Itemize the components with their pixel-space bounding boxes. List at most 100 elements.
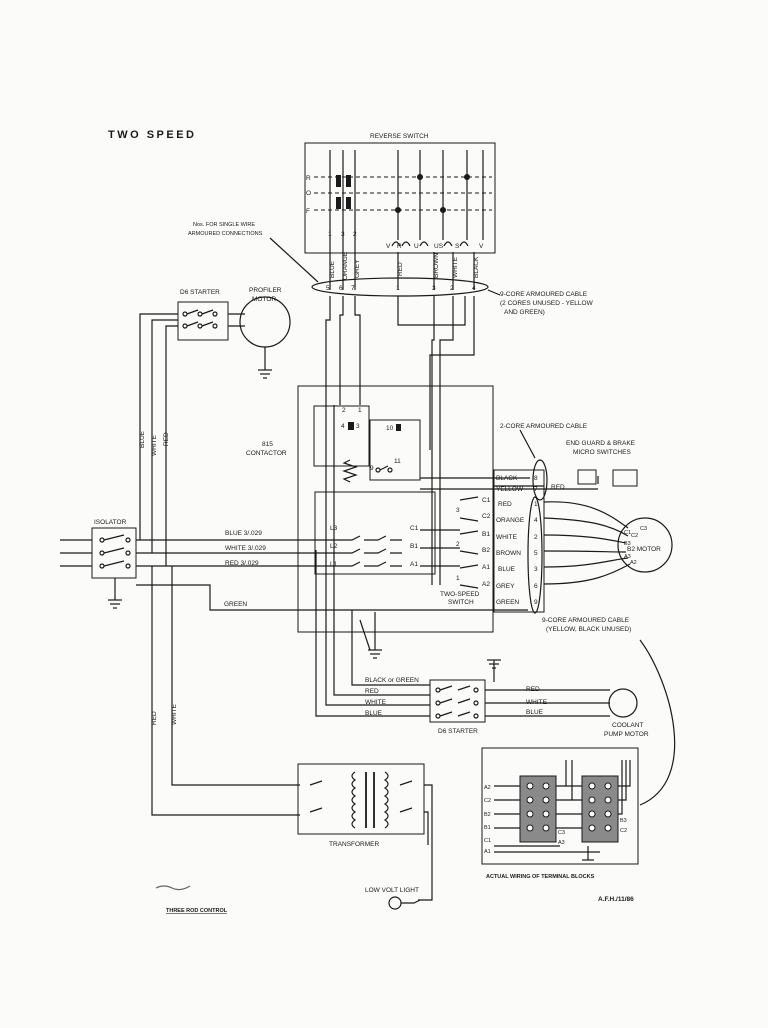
profiler-motor: PROFILER MOTOR [239, 287, 291, 379]
cable9-note-line2: (2 CORES UNUSED - YELLOW [500, 300, 594, 307]
tb-left-c2: C2 [484, 798, 491, 804]
left-wire-red: RED [163, 432, 170, 446]
contactor-label-line2: CONTACTOR [246, 450, 287, 457]
switch-top-term-3: 3 [341, 231, 345, 238]
tss-term-c1: C1 [482, 497, 491, 504]
contactor-term-1: 1 [358, 407, 362, 414]
contactor-815: 815 CONTACTOR 2 1 4 3 10 9 11 L3 L2 L1 C… [246, 385, 494, 659]
low-volt-light: LOW VOLT LIGHT [365, 887, 421, 910]
motor-term-r: R [397, 243, 402, 250]
motor-term-v1: V [386, 243, 391, 250]
transformer: TRANSFORMER [297, 763, 433, 901]
coolant-left-black-green: BLACK or GREEN [365, 677, 419, 684]
strip-name-2: RED [498, 501, 512, 508]
tb-mid-c3: C3 [558, 830, 565, 836]
main-motor: B2 MOTOR C3 C2 C1 B3 A3 A2 9-CORE ARMOUR… [527, 496, 676, 806]
strip-name-4: WHITE [496, 534, 518, 541]
strip-name-8: GREEN [496, 599, 519, 606]
contactor-term-2: 2 [342, 407, 346, 414]
motor-term-u: U [414, 243, 419, 250]
strip-num-5: 5 [534, 550, 538, 557]
single-wire-note-line1: Nos. FOR SINGLE WIRE [193, 222, 255, 228]
isolator: ISOLATOR [60, 519, 137, 609]
tb-right-c2: C2 [620, 828, 627, 834]
strip-name-5: BROWN [496, 550, 521, 557]
strip-name-6: BLUE [498, 566, 516, 573]
motor-label: B2 MOTOR [627, 546, 661, 553]
strip-num-1: 7 [534, 486, 538, 493]
tss-term-b1: B1 [482, 531, 490, 538]
wire-label-black: BLACK [473, 256, 480, 278]
d6-starter-top-label: D6 STARTER [180, 289, 220, 296]
reverse-switch-label: REVERSE SWITCH [370, 133, 429, 140]
tss-label-line2: SWITCH [448, 599, 474, 606]
aux-term-9: 9 [370, 465, 374, 472]
motor-term-v2: V [479, 243, 484, 250]
tss-term-a1: A1 [482, 564, 490, 571]
reverse-switch-row-o: O [306, 190, 311, 197]
feed-wire-white: WHITE [171, 703, 178, 725]
strip-name-0: BLACK [496, 475, 518, 482]
cable-num-2: 2 [450, 285, 454, 292]
coolant-left-blue: BLUE [365, 710, 383, 717]
tb-left-b2: B2 [484, 812, 491, 818]
coil-term-3: 3 [356, 423, 360, 430]
wire-label-orange: ORANGE [342, 251, 349, 280]
coolant-right-white: WHITE [526, 699, 548, 706]
aux-term-10: 10 [386, 425, 394, 432]
strip-num-3: 4 [534, 517, 538, 524]
strip-num-6: 3 [534, 566, 538, 573]
tb-left-a1: A1 [484, 849, 491, 855]
aux-term-11: 11 [394, 458, 401, 465]
switch-top-term-2: 2 [353, 231, 357, 238]
cable-num-6: 6 [339, 285, 343, 292]
cable-num-1: 1 [396, 285, 400, 292]
transformer-label: TRANSFORMER [329, 841, 380, 848]
single-wire-note-line2: ARMOURED CONNECTIONS [188, 231, 263, 237]
cable-to-contactor-wires [325, 296, 475, 700]
contactor-a1: A1 [410, 561, 418, 568]
strip-num-4: 2 [534, 534, 538, 541]
wire-label-grey: GREY [354, 259, 361, 278]
cable-num-4: 4 [472, 285, 476, 292]
wire-label-brown: BROWN [433, 253, 440, 278]
handwritten-note: THREE ROD CONTROL [166, 908, 228, 914]
tss-term-b2: B2 [482, 547, 490, 554]
tb-left-a2: A2 [484, 785, 491, 791]
coil-term-4: 4 [341, 423, 345, 430]
coolant-section: BLACK or GREEN RED WHITE BLUE D6 STARTER… [315, 405, 649, 738]
transformer-feed: RED WHITE [151, 566, 300, 816]
endguard-line2: MICRO SWITCHES [573, 449, 631, 456]
left-wire-white: WHITE [151, 434, 158, 456]
cable2-note: 2-CORE ARMOURED CABLE [500, 423, 588, 430]
d6-starter-top: D6 STARTER [177, 289, 245, 341]
tss-label-line1: TWO-SPEED [440, 591, 480, 598]
micro-wire-red: RED [551, 484, 565, 491]
supply-red: RED 3/.029 [225, 560, 259, 567]
motor-term-a3: A3 [624, 554, 631, 560]
isolator-label: ISOLATOR [94, 519, 127, 526]
motor-term-a2: A2 [630, 560, 637, 566]
strip-num-8: 9 [534, 599, 538, 606]
strip-num-0: 8 [534, 475, 538, 482]
terminal-blocks-inset: A2 C2 B2 B1 C1 A1 C3 A3 B3 C2 ACTUAL WIR… [481, 747, 639, 880]
cable9b-line2: (YELLOW, BLACK UNUSED) [546, 626, 631, 633]
tb-left-c1: C1 [484, 838, 491, 844]
strip-num-7: 6 [534, 583, 538, 590]
feed-wire-red: RED [151, 711, 158, 725]
wire-label-red: RED [397, 262, 404, 276]
reverse-switch-row-f: F [306, 208, 310, 215]
wire-label-white: WHITE [452, 256, 459, 278]
motor-term-c1: C1 [624, 530, 631, 536]
supply-lines: BLUE 3/.029 WHITE 3/.029 RED 3/.029 GREE… [136, 530, 528, 611]
terminal-blocks-label: ACTUAL WIRING OF TERMINAL BLOCKS [486, 874, 595, 880]
diagram-title: TWO SPEED [108, 129, 197, 141]
cable9b-line1: 9-CORE ARMOURED CABLE [542, 617, 630, 624]
profiler-motor-label-line2: MOTOR [252, 296, 276, 303]
strip-num-2: 1 [534, 501, 538, 508]
terminal-strip: BLACK 8 YELLOW 7 RED 1 ORANGE 4 WHITE 2 … [493, 469, 545, 613]
supply-white: WHITE 3/.029 [225, 545, 266, 552]
two-speed-switch: C1 C2 B1 B2 A1 A2 3 2 1 TWO-SPEED SWITCH [420, 496, 491, 606]
coolant-right-blue: BLUE [526, 709, 544, 716]
